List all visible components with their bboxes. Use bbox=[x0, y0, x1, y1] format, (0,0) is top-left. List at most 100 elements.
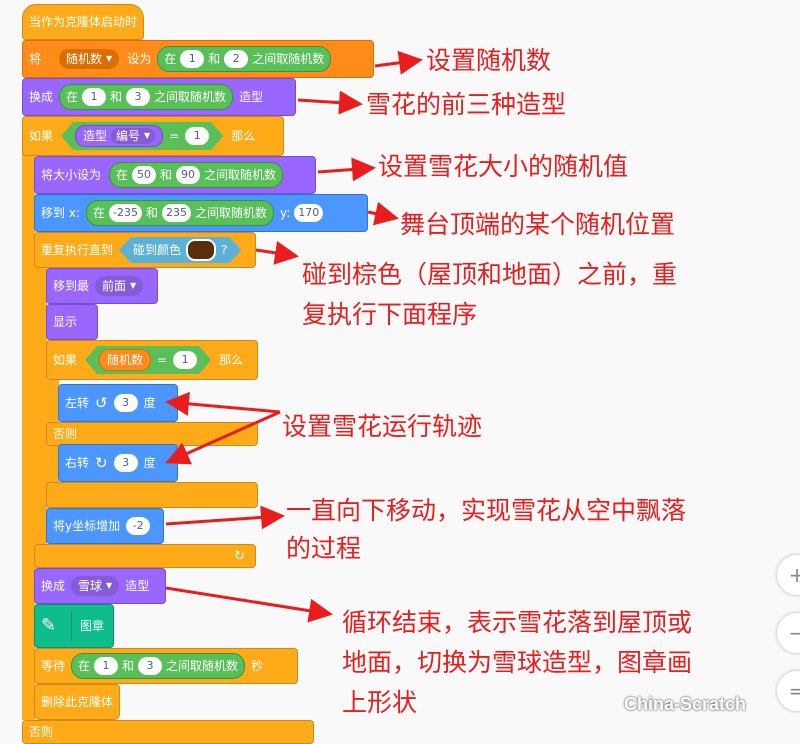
random-operator[interactable]: 在 50 和 90 之间取随机数 bbox=[109, 162, 284, 188]
y-value-input[interactable]: 170 bbox=[294, 204, 324, 222]
random-from-input[interactable]: 1 bbox=[94, 657, 119, 675]
variable-name: 随机数 bbox=[107, 353, 144, 367]
degrees-label: 度 bbox=[143, 396, 156, 410]
op-pick-label: 在 bbox=[116, 168, 129, 182]
arrow-3 bbox=[317, 157, 376, 182]
layer-dropdown[interactable]: 前面▼ bbox=[95, 276, 144, 296]
turn-right-degrees-input[interactable]: 3 bbox=[113, 454, 138, 472]
costume-menu[interactable]: 编号▼ bbox=[111, 128, 155, 144]
degrees-label: 度 bbox=[143, 456, 156, 470]
outer-if-arm bbox=[22, 148, 35, 720]
wait-label: 等待 bbox=[41, 659, 66, 673]
arrow-6 bbox=[165, 391, 281, 416]
op-and-label: 和 bbox=[208, 52, 221, 66]
zoom-in-icon: + bbox=[788, 563, 800, 587]
compare-value-input[interactable]: 1 bbox=[173, 351, 197, 369]
variable-name: 随机数 bbox=[66, 52, 103, 66]
op-suffix-label: 之间取随机数 bbox=[154, 90, 227, 104]
random-to-input[interactable]: 3 bbox=[126, 88, 151, 106]
random-to-input[interactable]: 3 bbox=[138, 657, 163, 675]
set-variable-block[interactable]: 将 随机数▼ 设为 在 1 和 2 之间取随机数 bbox=[22, 40, 374, 78]
else-label: 否则 bbox=[29, 725, 54, 739]
random-operator[interactable]: 在 1 和 3 之间取随机数 bbox=[59, 84, 234, 110]
variable-dropdown[interactable]: 随机数▼ bbox=[59, 49, 120, 69]
op-and-label: 和 bbox=[160, 168, 173, 182]
equals-sign: = bbox=[157, 353, 168, 367]
rotate-left-icon: ↺ bbox=[95, 393, 108, 412]
annotation-set-random: 设置随机数 bbox=[426, 46, 552, 75]
equals-operator[interactable]: 造型 编号▼ = 1 bbox=[61, 122, 223, 150]
random-operator[interactable]: 在 -235 和 235 之间取随机数 bbox=[85, 200, 274, 226]
go-to-front-block[interactable]: 移到最 前面▼ bbox=[46, 268, 158, 304]
switch-label: 换成 bbox=[29, 90, 54, 104]
random-to-input[interactable]: 2 bbox=[224, 50, 249, 68]
random-from-input[interactable]: 1 bbox=[180, 50, 205, 68]
color-swatch[interactable] bbox=[186, 239, 216, 261]
random-from-input[interactable]: -235 bbox=[108, 204, 142, 222]
costume-label: 造型 bbox=[239, 90, 264, 104]
annotation-repeat-line1: 碰到棕色（屋顶和地面）之前，重 bbox=[302, 260, 678, 289]
menu-label: 编号 bbox=[116, 129, 141, 143]
annotation-first-three-costumes: 雪花的前三种造型 bbox=[366, 90, 567, 119]
turn-right-block[interactable]: 右转 ↻ 3 度 bbox=[58, 444, 178, 482]
op-suffix-label: 之间取随机数 bbox=[194, 206, 267, 220]
random-from-input[interactable]: 1 bbox=[82, 88, 107, 106]
random-to-input[interactable]: 235 bbox=[161, 204, 191, 222]
zoom-reset-icon: = bbox=[788, 679, 800, 703]
repeat-until-label: 重复执行直到 bbox=[41, 243, 114, 257]
zoom-out-icon: − bbox=[788, 621, 800, 645]
op-pick-label: 在 bbox=[66, 90, 79, 104]
random-to-input[interactable]: 90 bbox=[176, 166, 201, 184]
random-operator[interactable]: 在 1 和 3 之间取随机数 bbox=[71, 653, 246, 679]
if-costume-block[interactable]: 如果 造型 编号▼ = 1 那么 bbox=[22, 116, 284, 156]
touching-color-condition[interactable]: 碰到颜色 ? bbox=[119, 237, 241, 263]
op-suffix-label: 之间取随机数 bbox=[252, 52, 325, 66]
random-operator[interactable]: 在 1 和 2 之间取随机数 bbox=[157, 46, 332, 72]
go-to-xy-block[interactable]: 移到 x: 在 -235 和 235 之间取随机数 y: 170 bbox=[34, 194, 368, 232]
switch-costume-block[interactable]: 换成 在 1 和 3 之间取随机数 造型 bbox=[22, 78, 296, 116]
show-label: 显示 bbox=[53, 315, 78, 329]
change-y-input[interactable]: -2 bbox=[126, 517, 151, 535]
when-clone-start-hat[interactable]: 当作为克隆体启动时 bbox=[22, 4, 144, 40]
show-block[interactable]: 显示 bbox=[46, 304, 98, 340]
change-y-block[interactable]: 将y坐标增加 -2 bbox=[46, 508, 164, 544]
arrow-1 bbox=[374, 50, 423, 75]
question-mark: ? bbox=[221, 243, 228, 257]
rotate-right-icon: ↻ bbox=[95, 453, 108, 472]
wait-block[interactable]: 等待 在 1 和 3 之间取随机数 秒 bbox=[34, 648, 298, 684]
hat-label: 当作为克隆体启动时 bbox=[29, 15, 138, 29]
annotation-trajectory: 设置雪花运行轨迹 bbox=[282, 412, 483, 441]
arrow-2 bbox=[297, 90, 363, 115]
seconds-label: 秒 bbox=[251, 659, 264, 673]
costume-dropdown[interactable]: 雪球▼ bbox=[71, 576, 120, 596]
turn-left-degrees-input[interactable]: 3 bbox=[113, 394, 138, 412]
arrow-9 bbox=[165, 586, 333, 623]
compare-value-input[interactable]: 1 bbox=[185, 127, 209, 145]
costume-label: 造型 bbox=[125, 579, 150, 593]
random-from-input[interactable]: 50 bbox=[132, 166, 157, 184]
op-pick-label: 在 bbox=[164, 52, 177, 66]
delete-clone-label: 删除此克隆体 bbox=[41, 695, 114, 709]
delete-clone-block[interactable]: 删除此克隆体 bbox=[34, 684, 120, 720]
equals-operator[interactable]: 随机数 = 1 bbox=[85, 346, 211, 374]
annotation-loop-end-line1: 循环结束，表示雪花落到屋顶或 bbox=[342, 608, 693, 637]
annotation-loop-end-line2: 地面，切换为雪球造型，图章画 bbox=[342, 648, 693, 677]
to-label: 设为 bbox=[127, 52, 152, 66]
set-size-block[interactable]: 将大小设为 在 50 和 90 之间取随机数 bbox=[34, 156, 316, 194]
turn-right-label: 右转 bbox=[65, 456, 90, 470]
if-label: 如果 bbox=[53, 353, 78, 367]
costume-reporter[interactable]: 造型 编号▼ bbox=[75, 125, 163, 147]
if-variable-block[interactable]: 如果 随机数 = 1 那么 bbox=[46, 340, 258, 380]
op-suffix-label: 之间取随机数 bbox=[166, 659, 239, 673]
repeat-until-block[interactable]: 重复执行直到 碰到颜色 ? bbox=[34, 232, 256, 268]
stamp-block[interactable]: ✎ 图章 bbox=[34, 604, 114, 648]
turn-left-label: 左转 bbox=[65, 396, 90, 410]
switch-costume-snowball-block[interactable]: 换成 雪球▼ 造型 bbox=[34, 568, 166, 604]
y-label: y: bbox=[279, 206, 291, 220]
variable-reporter[interactable]: 随机数 bbox=[99, 349, 151, 371]
else-label: 否则 bbox=[53, 427, 78, 441]
turn-left-block[interactable]: 左转 ↺ 3 度 bbox=[58, 384, 178, 422]
loop-arrow-icon: ↻ bbox=[234, 548, 245, 564]
arrow-7 bbox=[165, 410, 281, 465]
